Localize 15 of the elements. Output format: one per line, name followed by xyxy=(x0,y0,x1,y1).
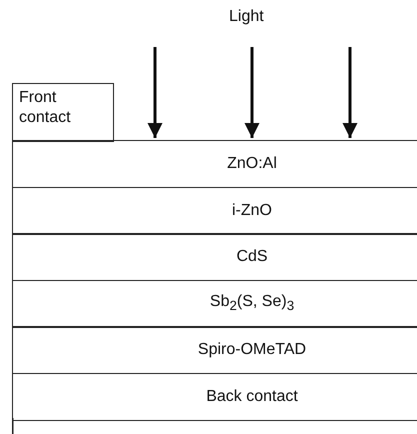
layer-label: i-ZnO xyxy=(232,202,272,220)
contact-box xyxy=(12,83,114,142)
light-label: Light xyxy=(229,8,264,26)
layer-box xyxy=(12,280,417,328)
layer-label: CdS xyxy=(236,248,268,266)
layer-box xyxy=(12,140,417,188)
layer-box xyxy=(12,326,417,374)
layer-label: ZnO:Al xyxy=(227,155,277,173)
layer-box xyxy=(12,372,417,420)
layer-label: Back contact xyxy=(206,388,298,406)
layer-label: Front contact xyxy=(19,89,71,126)
layer-box xyxy=(12,186,417,234)
layer-label: Spiro-OMeTAD xyxy=(198,341,306,359)
layer-box xyxy=(12,233,417,281)
layer-label: Sb$_{2}$(S, Se)$_{3}$ xyxy=(210,293,294,314)
